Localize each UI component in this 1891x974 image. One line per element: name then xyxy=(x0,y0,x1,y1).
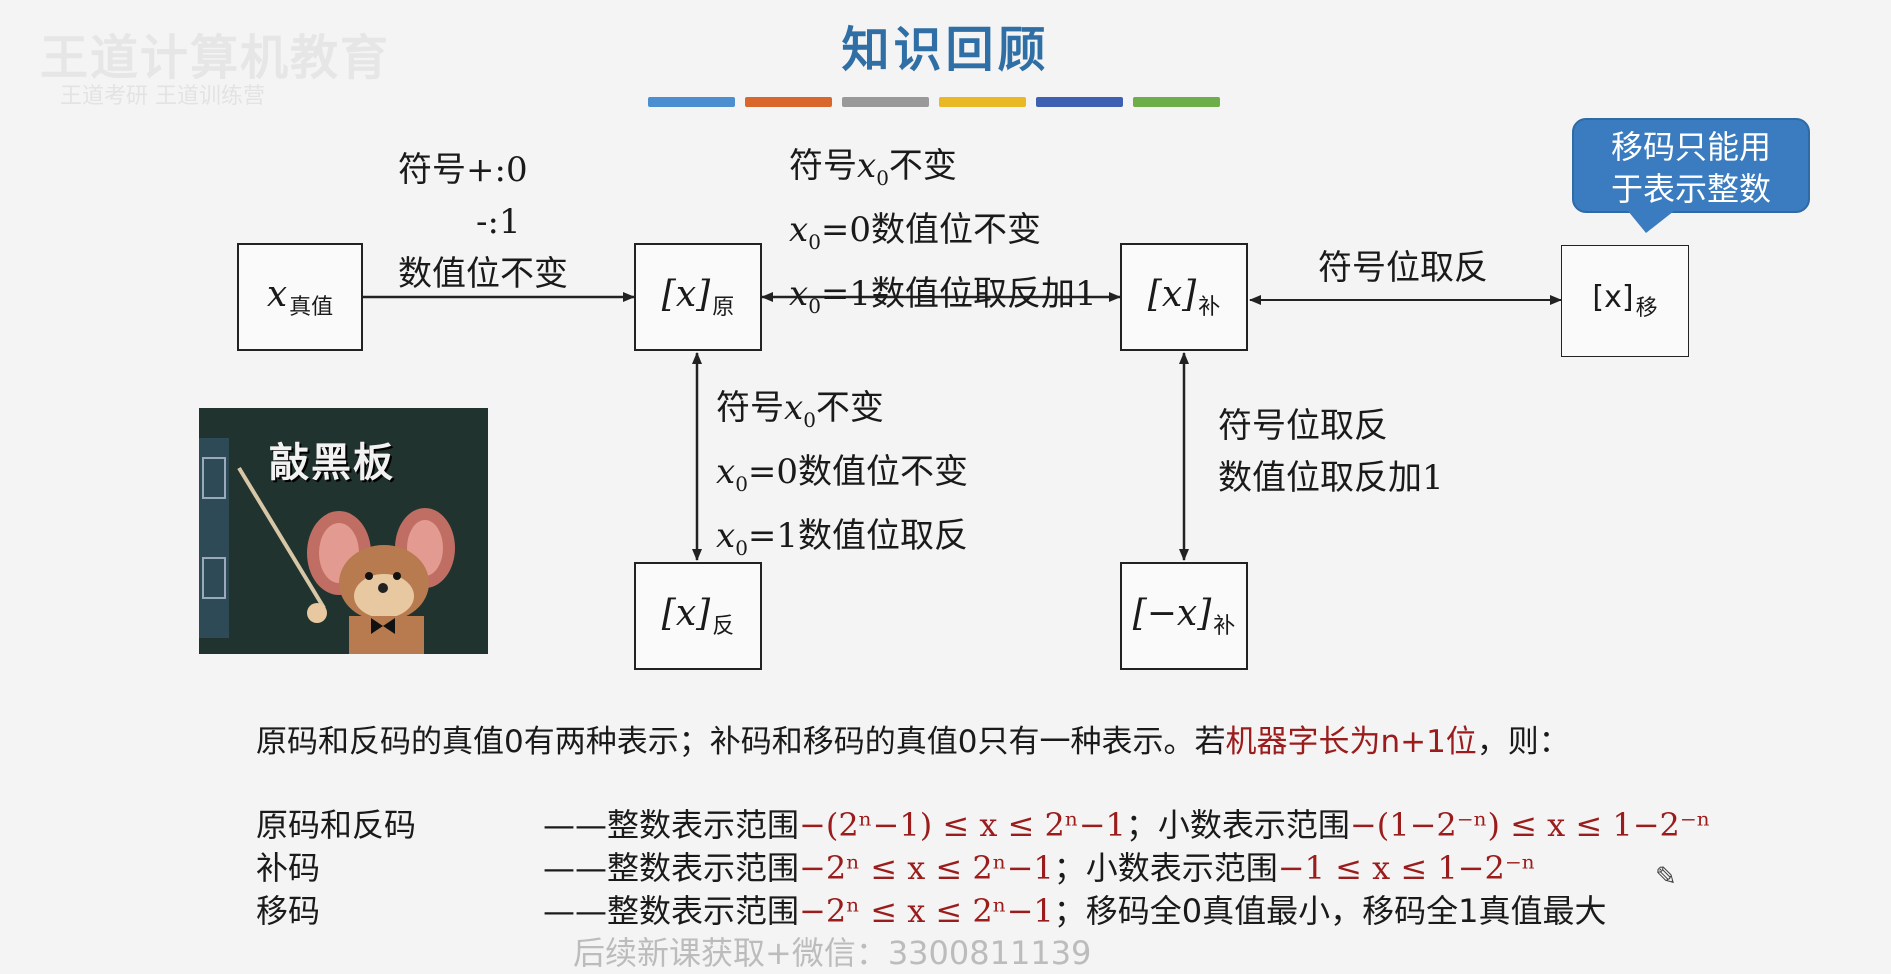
note-bu-negbu: 符号位取反 数值位取反加1 xyxy=(1218,406,1444,498)
note-true-to-yuan: 符号+:0 -:1 数值位不变 xyxy=(398,150,568,294)
color-bar-4 xyxy=(939,97,1026,107)
note-yuan-fan: 符号x0不变 x0=0数值位不变 x0=1数值位取反 xyxy=(716,388,969,560)
cartoon-mouse-illustration xyxy=(199,408,488,654)
watermark-subtitle: 王道考研 王道训练营 xyxy=(60,84,265,109)
box-fan-code: [x]反 xyxy=(634,562,762,670)
color-bar-1 xyxy=(648,97,735,107)
box-neg-bu-code: [−x]补 xyxy=(1120,562,1248,670)
range-row-bu: 补码 ——整数表示范围−2ⁿ ≤ x ≤ 2ⁿ−1；小数表示范围−1 ≤ x ≤… xyxy=(256,849,1536,887)
pencil-icon: ✎ xyxy=(1655,862,1677,892)
callout-bubble: 移码只能用 于表示整数 xyxy=(1572,118,1810,213)
callout-tail xyxy=(1628,211,1674,233)
color-bar-6 xyxy=(1133,97,1220,107)
footer-watermark: 后续新课获取+微信：3300811139 xyxy=(573,934,1092,972)
cartoon-image: 敲黑板 xyxy=(199,408,488,654)
watermark-logo: 王道计算机教育 xyxy=(40,30,391,86)
slide-title: 知识回顾 xyxy=(841,22,1050,78)
range-row-yi: 移码 ——整数表示范围−2ⁿ ≤ x ≤ 2ⁿ−1；移码全0真值最小，移码全1真… xyxy=(256,892,1607,930)
color-bar-5 xyxy=(1036,97,1123,107)
range-row-yuan-fan: 原码和反码 ——整数表示范围−(2ⁿ−1) ≤ x ≤ 2ⁿ−1；小数表示范围−… xyxy=(256,806,1711,844)
box-bu-code: [x]补 xyxy=(1120,243,1248,351)
note-bu-yi: 符号位取反 xyxy=(1318,248,1488,288)
box-yuan-code: [x]原 xyxy=(634,243,762,351)
color-bar-3 xyxy=(842,97,929,107)
cartoon-caption: 敲黑板 xyxy=(269,440,395,486)
box-true-value: x真值 xyxy=(237,243,363,351)
summary-sentence: 原码和反码的真值0有两种表示；补码和移码的真值0只有一种表示。若机器字长为n+1… xyxy=(256,724,1570,760)
note-yuan-bu: 符号x0不变 x0=0数值位不变 x0=1数值位取反加1 xyxy=(789,146,1097,318)
color-bar-2 xyxy=(745,97,832,107)
box-yi-code: [x]移 xyxy=(1561,245,1689,357)
title-color-bars xyxy=(648,97,1220,107)
